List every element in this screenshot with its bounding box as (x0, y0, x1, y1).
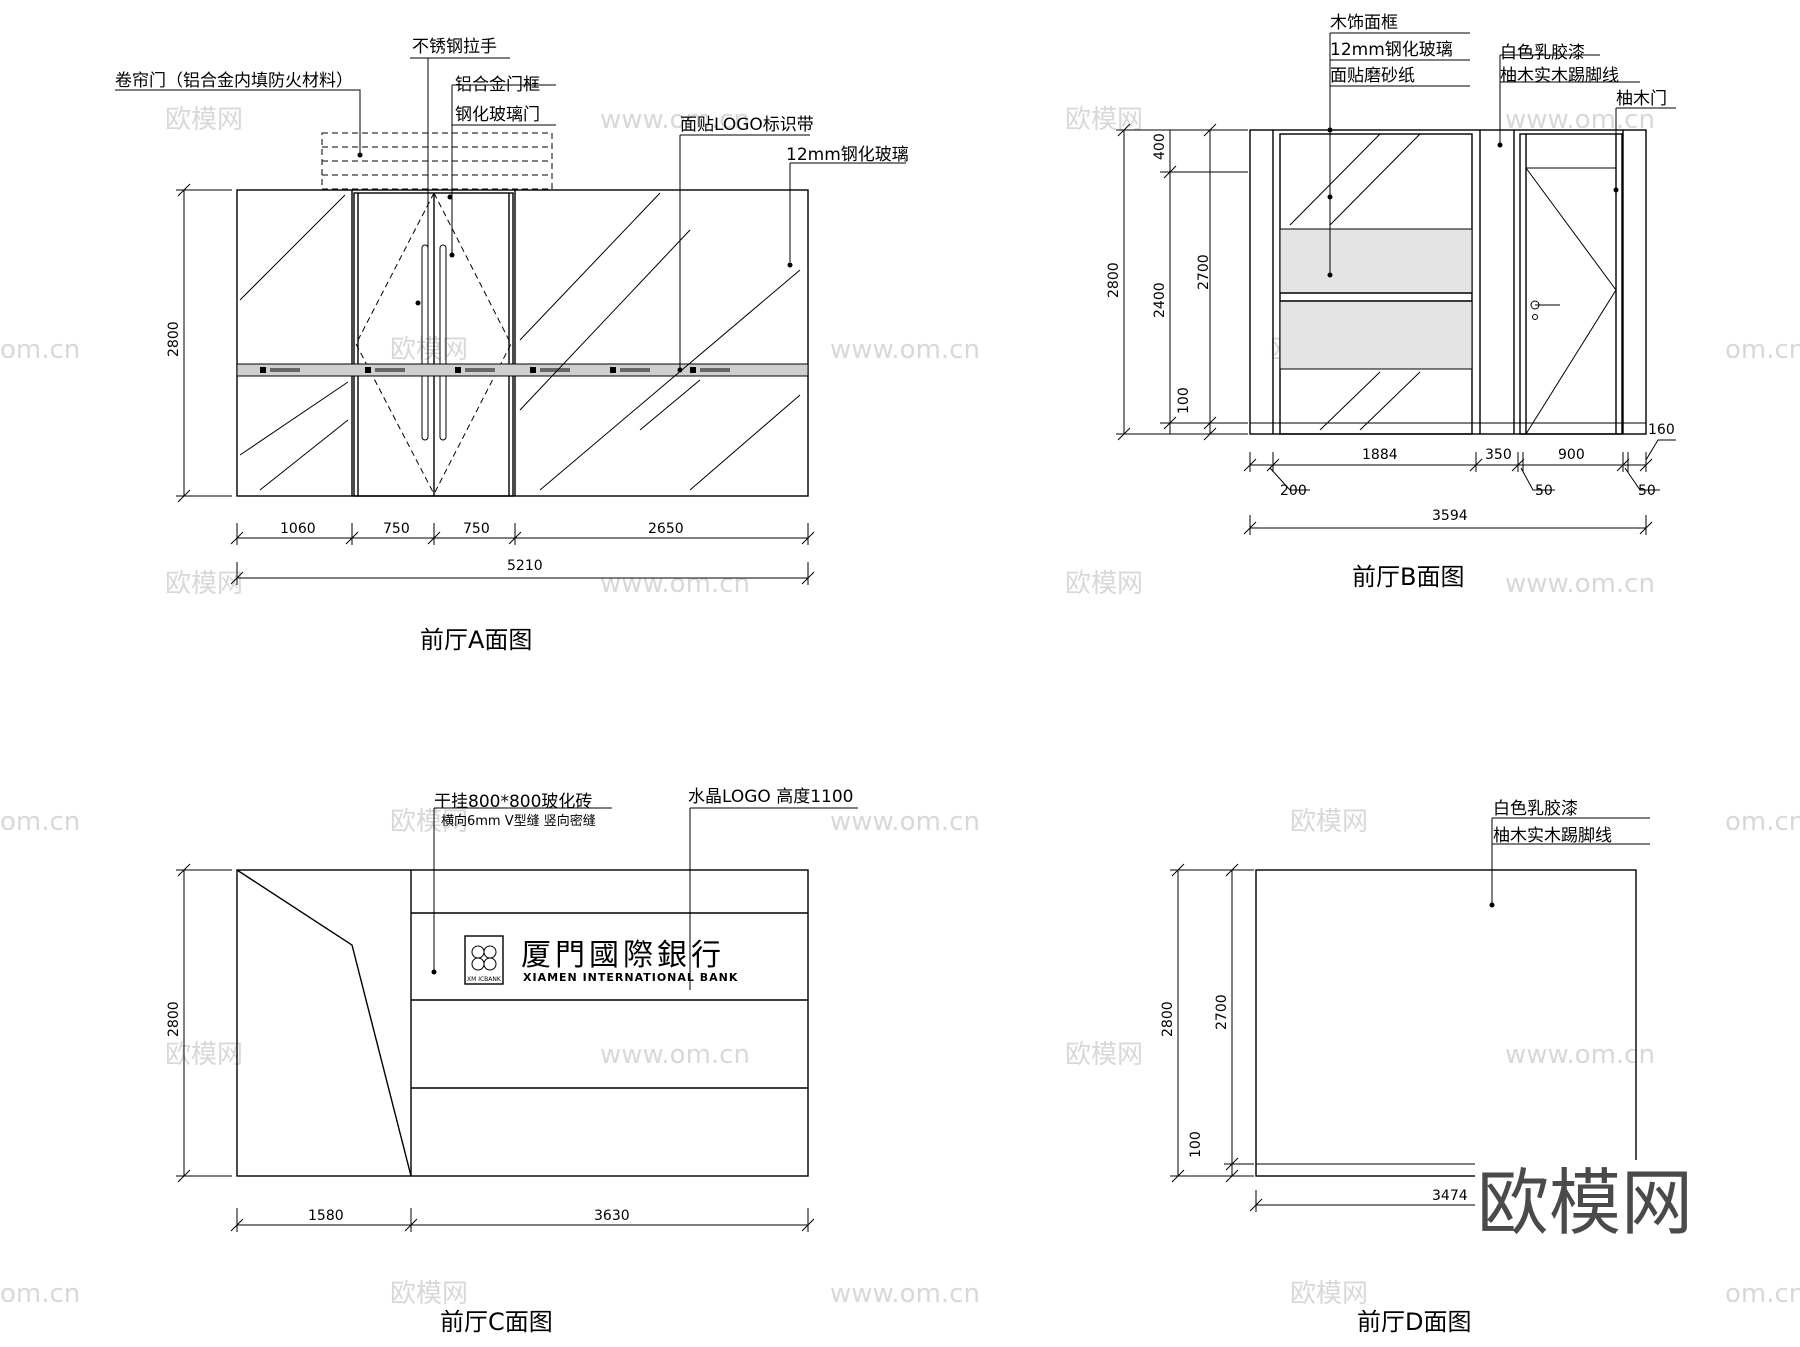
frosted-band-2 (1279, 300, 1473, 370)
dim-right: 160 (1648, 422, 1675, 438)
watermark-text: 欧模网 (1065, 1040, 1143, 1070)
dim-seg3: 900 (1558, 447, 1585, 463)
label-teak-door: 柚木门 (1616, 89, 1667, 109)
panel-a-elevation: 卷帘门（铝合金内填防火材料） 不锈钢拉手 铝合金门框 钢化玻璃门 面贴LOGO标… (115, 37, 909, 654)
label-teak-skirting: 柚木实木踢脚线 (1493, 826, 1612, 846)
panel-a-outline (236, 189, 809, 497)
watermark-text: www.om.cn (1505, 569, 1655, 599)
dim-gap1: 50 (1535, 483, 1553, 499)
watermark-text: om.cn (0, 335, 80, 365)
dim-h-inner: 2700 (1196, 254, 1212, 290)
label-white-paint: 白色乳胶漆 (1500, 43, 1585, 63)
label-white-paint: 白色乳胶漆 (1493, 799, 1578, 819)
dim-seg2: 3630 (594, 1208, 630, 1224)
dim-seg1: 1580 (308, 1208, 344, 1224)
dim-total: 3594 (1432, 508, 1468, 524)
dim-seg1: 1884 (1362, 447, 1398, 463)
dim-total: 5210 (507, 558, 543, 574)
watermark-text: 欧模网 (390, 807, 468, 837)
door-swing (1525, 167, 1617, 435)
panel-c-elevation: XM ICBANK 厦門國際銀行 XIAMEN INTERNATIONAL BA… (166, 787, 858, 1336)
brand-watermark-logo: 欧模网 (1477, 1161, 1693, 1245)
door-swing-right (433, 192, 512, 495)
dim-height: 2800 (166, 1001, 182, 1037)
watermark-text: 欧模网 (1065, 569, 1143, 599)
watermark-text: om.cn (1725, 807, 1800, 837)
dim-seg3: 750 (463, 521, 490, 537)
steel-handle-left (421, 244, 429, 441)
door-swing-left (355, 192, 435, 495)
watermark-layer: 欧模网 www.om.cn 欧模网 www.om.cn om.cn 欧模网 ww… (0, 105, 1800, 1309)
watermark-text: 欧模网 (165, 1040, 243, 1070)
label-tile: 干挂800*800玻化砖 (434, 792, 592, 812)
brand-watermark-bg (1475, 1160, 1700, 1240)
panel-c-outline (236, 869, 809, 1177)
watermark-text: www.om.cn (600, 105, 750, 135)
dim-h-total: 2800 (1106, 262, 1122, 298)
label-teak-skirting: 柚木实木踢脚线 (1500, 66, 1619, 86)
dim-left: 200 (1280, 483, 1307, 499)
panel-a-title: 前厅A面图 (420, 626, 532, 654)
bank-logo-cn: 厦門國際銀行 (521, 938, 725, 973)
label-glass-door: 钢化玻璃门 (455, 105, 540, 125)
panel-d-title: 前厅D面图 (1357, 1308, 1471, 1336)
watermark-text: om.cn (1725, 335, 1800, 365)
dim-h-mid: 2400 (1152, 282, 1168, 318)
watermark-text: om.cn (0, 807, 80, 837)
frosted-band-1 (1279, 228, 1473, 294)
dim-width: 3474 (1432, 1188, 1468, 1204)
rolling-door-box (321, 132, 553, 190)
watermark-text: om.cn (0, 1279, 80, 1309)
dim-seg4: 2650 (648, 521, 684, 537)
dim-seg2: 750 (383, 521, 410, 537)
dim-h-top: 400 (1152, 133, 1168, 160)
label-glass-12mm: 12mm钢化玻璃 (1330, 40, 1453, 60)
watermark-text: www.om.cn (1505, 1040, 1655, 1070)
logo-band (236, 363, 809, 377)
bank-logo-en: XIAMEN INTERNATIONAL BANK (523, 971, 738, 984)
panel-d-outline (1255, 869, 1637, 1177)
dim-h-base: 100 (1188, 1131, 1204, 1158)
watermark-text: www.om.cn (600, 1040, 750, 1070)
bank-logo: XM ICBANK 厦門國際銀行 XIAMEN INTERNATIONAL BA… (464, 935, 738, 985)
watermark-text: 欧模网 (165, 105, 243, 135)
label-steel-handle: 不锈钢拉手 (412, 37, 497, 57)
dim-seg2: 350 (1485, 447, 1512, 463)
steel-handle-right (439, 244, 447, 441)
label-wood-frame: 木饰面框 (1330, 13, 1398, 33)
panel-c-title: 前厅C面图 (440, 1308, 553, 1336)
watermark-text: www.om.cn (830, 1279, 980, 1309)
dim-gap2: 50 (1638, 483, 1656, 499)
bank-logo-mark: XM ICBANK (467, 976, 502, 983)
label-glass-12mm: 12mm钢化玻璃 (786, 145, 909, 165)
dim-seg1: 1060 (280, 521, 316, 537)
dim-h-total: 2800 (1160, 1001, 1176, 1037)
watermark-text: om.cn (1725, 1279, 1800, 1309)
label-crystal-logo: 水晶LOGO 高度1100 (688, 787, 853, 807)
panel-d-elevation: 白色乳胶漆 柚木实木踢脚线 2800 2700 100 3474 前厅D面图 (1160, 799, 1650, 1336)
panel-b-title: 前厅B面图 (1352, 563, 1464, 591)
dim-height: 2800 (166, 321, 182, 357)
bank-logo-icon (464, 935, 504, 985)
teak-door (1519, 133, 1623, 435)
watermark-text: www.om.cn (830, 335, 980, 365)
label-logo-band: 面贴LOGO标识带 (680, 115, 814, 135)
watermark-text: 欧模网 (1290, 1279, 1368, 1309)
watermark-text: 欧模网 (390, 1279, 468, 1309)
watermark-text: 欧模网 (165, 569, 243, 599)
watermark-text: 欧模网 (390, 335, 468, 365)
dim-h-inner: 2700 (1214, 994, 1230, 1030)
dim-h-base: 100 (1176, 387, 1192, 414)
label-frosted: 面贴磨砂纸 (1330, 66, 1415, 86)
label-rolling-door: 卷帘门（铝合金内填防火材料） (115, 71, 353, 91)
label-joint: 横向6mm V型缝 竖向密缝 (441, 813, 596, 829)
watermark-text: 欧模网 (1290, 807, 1368, 837)
angled-partition (236, 869, 412, 1177)
watermark-text: www.om.cn (830, 807, 980, 837)
watermark-text: www.om.cn (600, 569, 750, 599)
panel-b-elevation: 木饰面框 12mm钢化玻璃 面贴磨砂纸 白色乳胶漆 柚木实木踢脚线 柚木门 28… (1106, 13, 1676, 591)
label-alu-frame: 铝合金门框 (455, 75, 540, 95)
